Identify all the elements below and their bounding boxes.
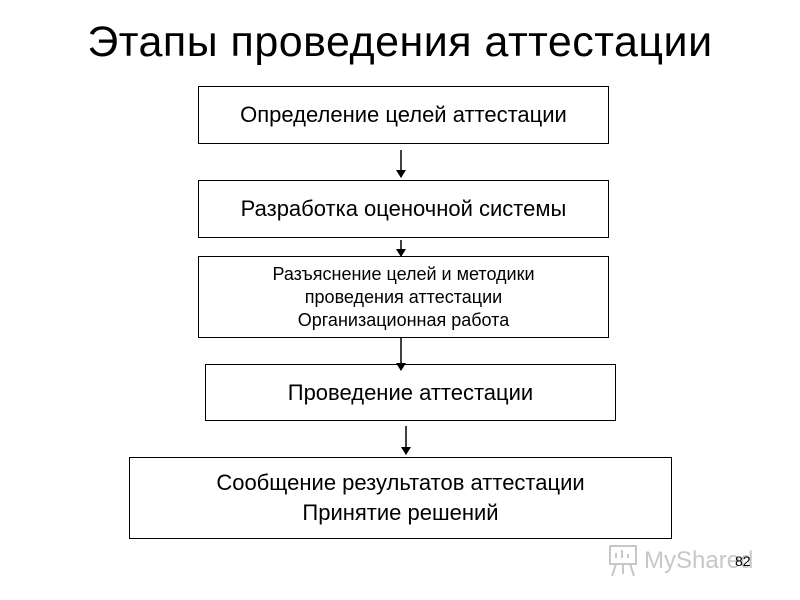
page-number: 82 [735, 553, 751, 569]
step-box-conducting: Проведение аттестации [205, 364, 616, 421]
watermark-text: MyShared [644, 547, 753, 574]
step-box-goals: Определение целей аттестации [198, 86, 609, 144]
step-box-explanation: Разъяснение целей и методики проведения … [198, 256, 609, 338]
watermark-logo: MyShared [609, 545, 753, 577]
presentation-icon [609, 545, 637, 577]
step-label: Проведение аттестации [287, 379, 534, 405]
step-label: Разработка оценочной системы [240, 196, 567, 221]
step-box-evaluation-system: Разработка оценочной системы [198, 180, 609, 238]
step-label: Разъяснение целей и методики проведения … [272, 263, 535, 330]
step-label: Сообщение результатов аттестации Приняти… [216, 470, 585, 525]
step-box-results: Сообщение результатов аттестации Приняти… [129, 457, 672, 539]
step-label: Определение целей аттестации [240, 102, 567, 127]
slide-title: Этапы проведения аттестации [87, 18, 713, 66]
